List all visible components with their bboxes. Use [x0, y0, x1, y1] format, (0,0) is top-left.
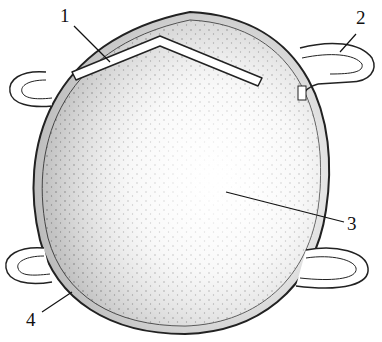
- leader-line: [42, 292, 72, 312]
- strap: [300, 43, 374, 84]
- strap-edge: [302, 55, 362, 74]
- leader-line: [226, 192, 344, 222]
- strap-edge: [22, 80, 52, 99]
- strap: [296, 248, 368, 288]
- leader-line: [74, 26, 110, 62]
- mask-highlight: [42, 20, 320, 326]
- callout-number: 1: [60, 6, 70, 25]
- leader-line: [340, 34, 356, 52]
- mask-rim: [34, 12, 330, 334]
- strap: [6, 248, 52, 284]
- strap-edge: [18, 256, 50, 275]
- strap-anchor: [298, 86, 306, 100]
- nose-clip: [72, 36, 262, 86]
- callout-number: 4: [26, 310, 36, 329]
- mask-filter: [42, 20, 320, 326]
- strap: [10, 72, 52, 107]
- callout-number: 3: [347, 214, 357, 233]
- strap-edge: [300, 257, 356, 280]
- callout-number: 2: [356, 8, 366, 27]
